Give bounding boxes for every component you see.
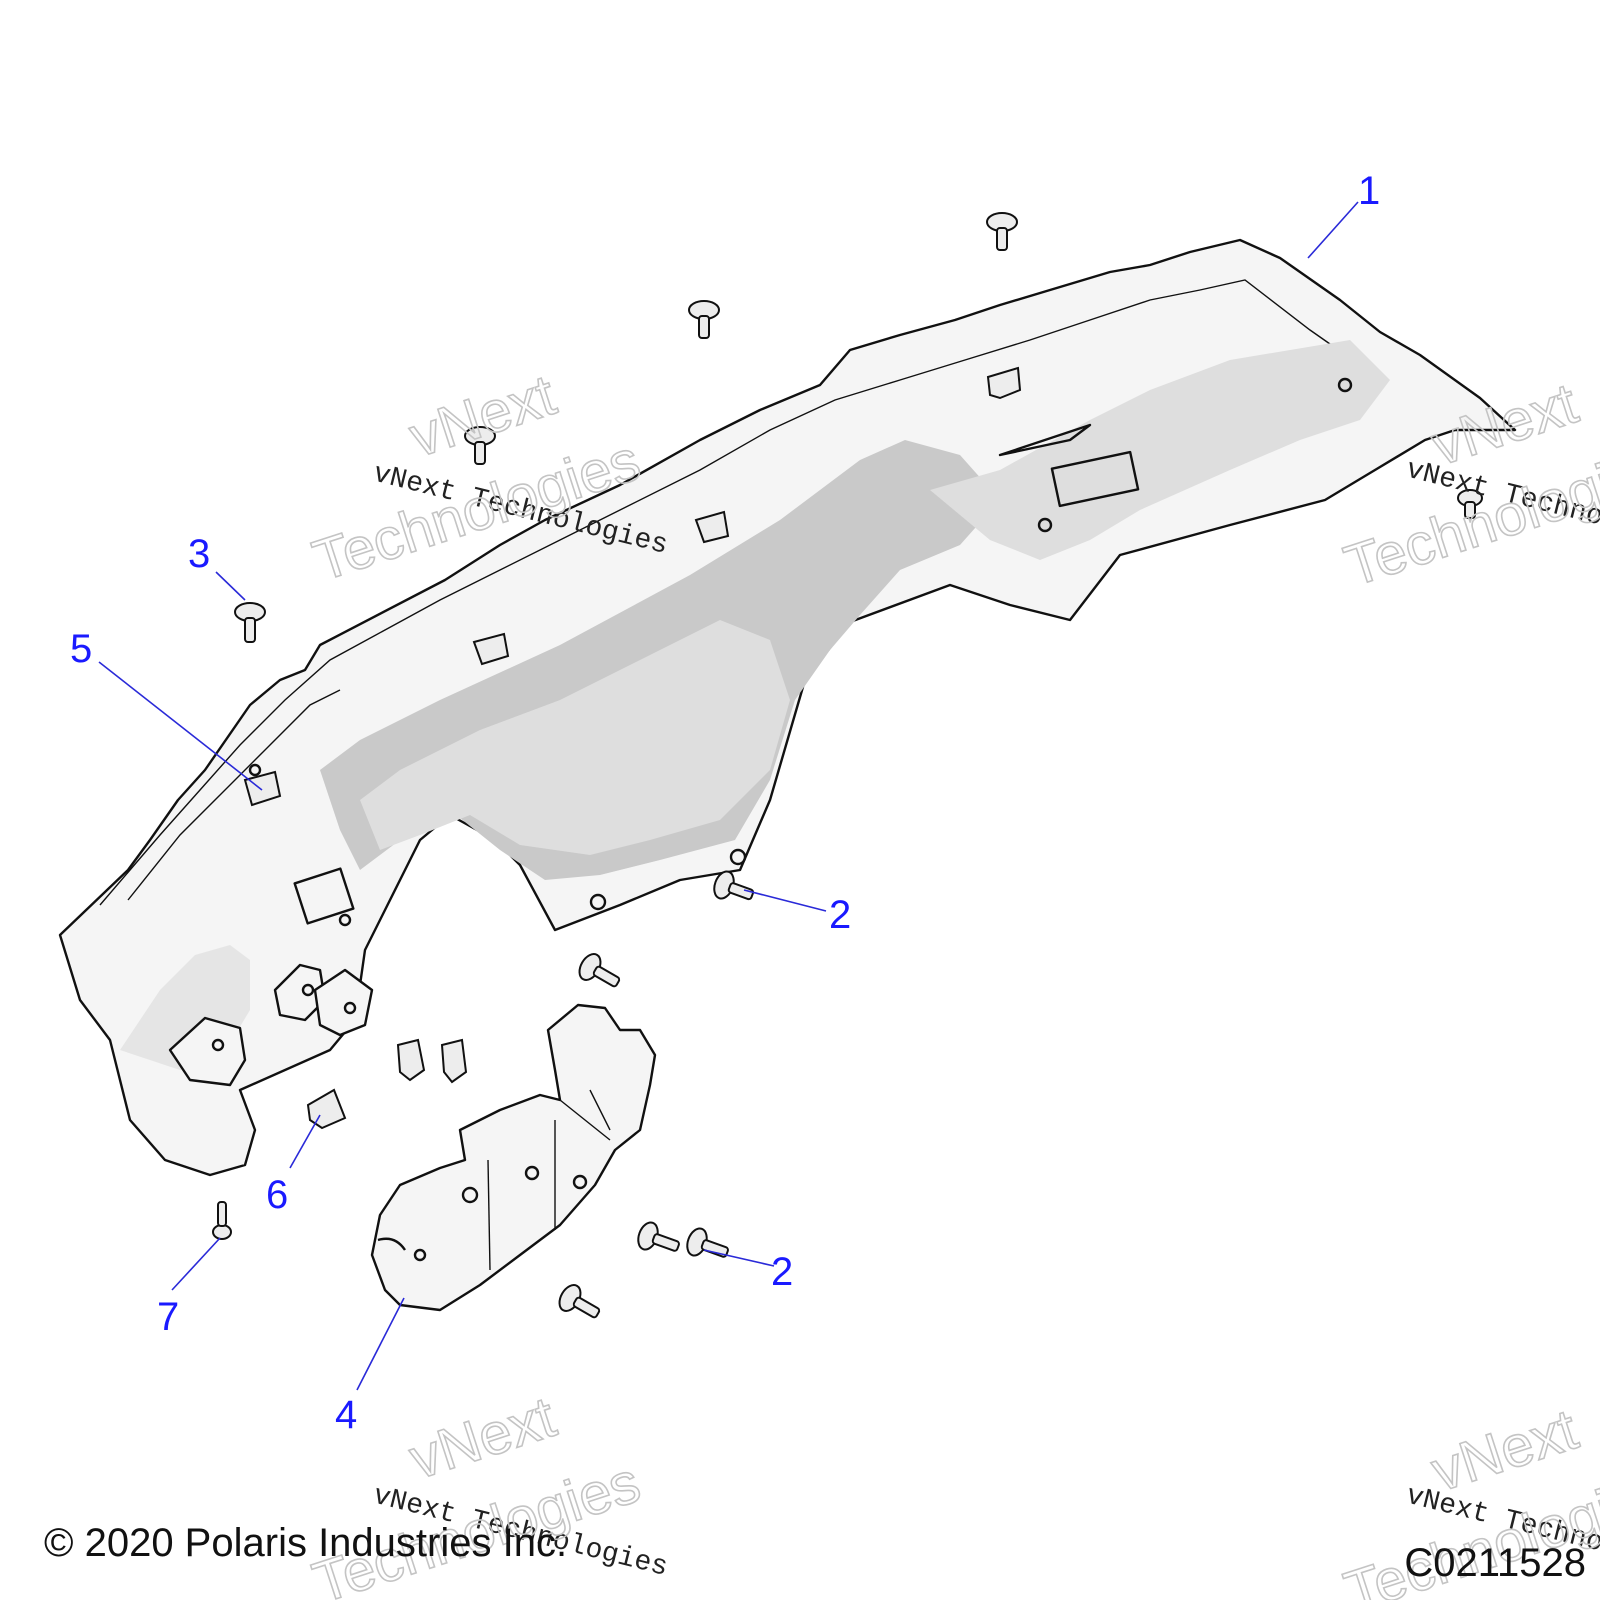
- callout-1: 1: [1358, 169, 1380, 213]
- callout-2: 2: [771, 1250, 793, 1294]
- screw-icon: [637, 1221, 680, 1252]
- callout-labels: 1 2 2 3 4 5 6 7: [70, 169, 1380, 1437]
- copyright-text: © 2020 Polaris Industries Inc.: [44, 1521, 567, 1565]
- nut-clips: [306, 1038, 468, 1130]
- screw-icon: [1457, 489, 1483, 519]
- screw-icon: [688, 300, 720, 339]
- screw-icon: [578, 953, 621, 988]
- watermark-outline: vNext: [1424, 1397, 1585, 1505]
- clip-nut-icon: [396, 1038, 426, 1082]
- screw-icon: [686, 1227, 729, 1258]
- screw-icon: [558, 1284, 601, 1319]
- watermark-outline: vNext: [402, 1384, 563, 1492]
- screw-icon: [212, 1201, 232, 1240]
- lower-cover-part-4: [370, 1003, 657, 1312]
- screw-icon: [234, 602, 266, 643]
- screw-icon: [986, 212, 1018, 251]
- figure-code: C0211528: [1404, 1541, 1586, 1585]
- callout-6: 6: [266, 1173, 288, 1217]
- screw-icon: [464, 426, 496, 465]
- callout-7: 7: [157, 1295, 179, 1339]
- clip-nut-icon: [440, 1038, 468, 1084]
- clip-nut-icon: [306, 1088, 347, 1130]
- callout-3: 3: [188, 532, 210, 576]
- screw-icon: [713, 870, 755, 901]
- leader-lines: [98, 201, 1359, 1391]
- callout-2: 2: [829, 893, 851, 937]
- dash-panel-part-1: [58, 238, 1517, 1177]
- callout-4: 4: [335, 1393, 357, 1437]
- fastener-screws: [212, 212, 1483, 1319]
- callout-5: 5: [70, 627, 92, 671]
